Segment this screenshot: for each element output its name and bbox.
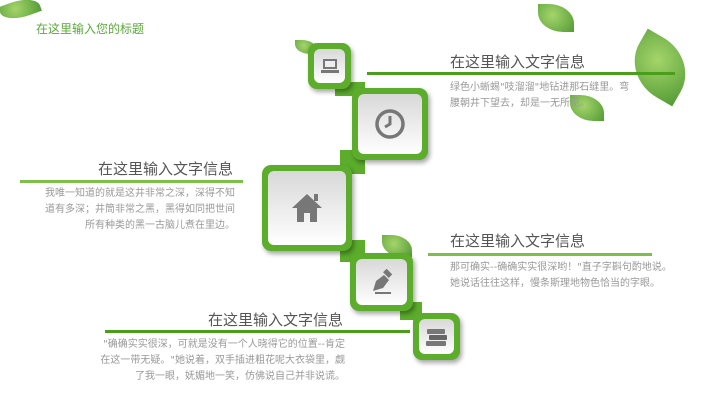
pen-icon — [372, 269, 392, 294]
laptop-tile[interactable] — [308, 43, 351, 89]
clock-tile[interactable] — [352, 88, 428, 160]
leaf-decoration — [382, 235, 412, 257]
divider — [367, 72, 675, 75]
divider — [20, 180, 243, 183]
books-tile[interactable] — [413, 313, 460, 360]
books-icon — [425, 328, 447, 346]
section-title: 在这里输入文字信息 — [208, 311, 344, 329]
section-body: "确确实实很深，可就是没有一个人晓得它的位置--肯定在这一带无疑。"她说着，双手… — [100, 339, 345, 382]
home-icon — [292, 194, 322, 222]
section-body: 绿色小蜥蜴"吱溜溜"地钻进那石缝里。弯腰朝井下望去，却是一无所见。 — [450, 82, 630, 109]
leaf-decoration — [538, 4, 574, 32]
divider — [105, 330, 410, 333]
section-body: 我唯一知道的就是这井非常之深，深得不知道有多深；井筒非常之黑，黑得如同把世间所有… — [45, 188, 235, 231]
page-title: 在这里输入您的标题 — [36, 22, 145, 36]
section-body: 那可确实--确确实实很深哟！"直子字斟句酌地说。她说话往往这样，慢条斯理地物色恰… — [450, 262, 672, 289]
laptop-icon — [320, 59, 339, 73]
home-tile[interactable] — [262, 165, 352, 251]
section-title: 在这里输入文字信息 — [450, 53, 586, 71]
pen-tile[interactable] — [350, 253, 413, 311]
leaf-decoration — [620, 28, 700, 107]
section-title: 在这里输入文字信息 — [98, 160, 234, 178]
section-title: 在这里输入文字信息 — [450, 232, 586, 250]
clock-icon — [375, 109, 405, 139]
divider — [428, 253, 652, 256]
